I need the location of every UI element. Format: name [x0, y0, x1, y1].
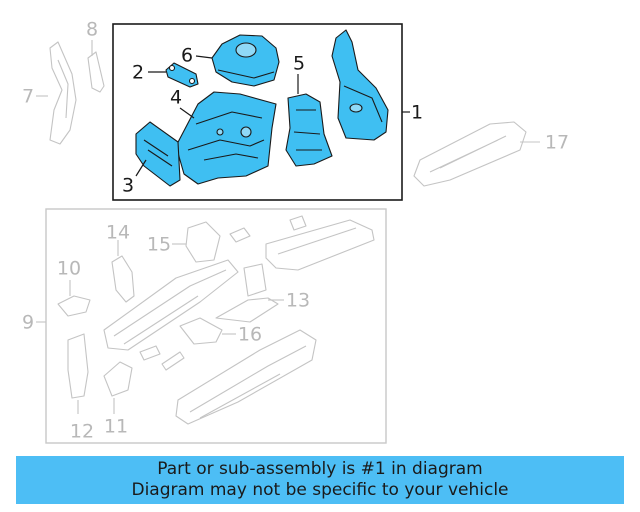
parts-diagram: 1 2 3 4 5 6 7 8 9 10 11 12 13 14 15 16 1… [22, 19, 569, 444]
clip-b-shape [289, 215, 307, 231]
callout-5[interactable]: 5 [293, 53, 305, 75]
part-4-shape[interactable] [175, 91, 277, 185]
callout-6[interactable]: 6 [181, 45, 193, 67]
callout-9[interactable]: 9 [22, 312, 34, 334]
callout-7[interactable]: 7 [22, 86, 34, 108]
callout-1[interactable]: 1 [411, 102, 423, 124]
leader-6 [195, 55, 213, 59]
callout-4[interactable]: 4 [170, 87, 182, 109]
part-10-shape [57, 280, 91, 317]
callout-12[interactable]: 12 [70, 421, 94, 443]
front-rail-lower-shape [175, 329, 317, 425]
part-7-shape [49, 41, 77, 145]
callout-14[interactable]: 14 [106, 222, 130, 244]
callout-10[interactable]: 10 [57, 258, 81, 280]
leader-3 [135, 159, 147, 177]
assembly-9-box [45, 208, 387, 444]
clip-c-shape [139, 345, 161, 361]
part-8-shape [87, 40, 105, 93]
callout-3[interactable]: 3 [122, 175, 134, 197]
part-3-shape[interactable] [135, 121, 181, 187]
part-1-shape[interactable] [331, 29, 389, 141]
part-14-shape [111, 240, 135, 303]
part-11-shape [103, 361, 133, 414]
part-16-shape [179, 317, 236, 345]
callout-17[interactable]: 17 [545, 132, 569, 154]
side-member-shape [103, 259, 239, 351]
callout-13[interactable]: 13 [286, 290, 310, 312]
callout-8[interactable]: 8 [86, 19, 98, 41]
clip-a-shape [229, 227, 251, 243]
part-5-shape[interactable] [285, 93, 333, 167]
leader-4 [179, 107, 195, 119]
part-2-shape[interactable] [165, 62, 199, 88]
callout-2[interactable]: 2 [132, 62, 144, 84]
banner-line-2: Diagram may not be specific to your vehi… [131, 480, 509, 500]
part-6-shape[interactable] [211, 34, 280, 87]
part-13-shape [215, 263, 284, 323]
callout-11[interactable]: 11 [104, 416, 128, 438]
clip-d-shape [161, 351, 185, 371]
callout-15[interactable]: 15 [147, 234, 171, 256]
part-12-shape [67, 333, 89, 414]
part-15-shape [172, 221, 221, 263]
part-17-shape [413, 121, 540, 187]
banner-line-1: Part or sub-assembly is #1 in diagram [157, 459, 483, 479]
callout-16[interactable]: 16 [238, 324, 262, 346]
info-banner: Part or sub-assembly is #1 in diagram Di… [16, 456, 624, 504]
front-rail-upper-shape [265, 219, 375, 271]
